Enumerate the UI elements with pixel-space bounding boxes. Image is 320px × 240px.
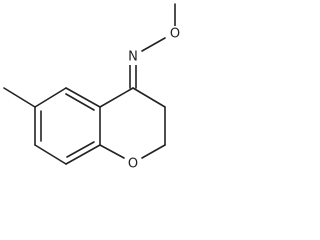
bond-aromatic-inner-3 [66,141,95,158]
bond-c4a-c4 [99,87,134,108]
bond-c4-c3 [132,87,166,108]
imine-nitrogen-label: N [128,50,138,65]
bond-aromatic-c4a-c5 [65,87,101,108]
chemical-structure: N O O [3,3,182,172]
oxime-oxygen-label: O [170,27,180,42]
bond-aromatic-c8-c8a [65,144,101,165]
ring-oxygen-label-bg [126,156,140,172]
bond-c2-o1 [141,144,166,159]
bond-methyl [3,87,36,108]
ring-oxygen-label: O [128,157,138,172]
imine-nitrogen-label-bg [126,49,140,65]
bond-n-o [141,37,166,52]
bond-aromatic-c7-c8 [34,144,67,165]
bond-aromatic-inner-1 [65,93,95,111]
oxime-oxygen-label-bg [168,26,182,42]
atom-label-group: N O O [126,26,182,172]
bond-aromatic-c5-c6 [34,87,67,108]
bond-group [3,3,176,165]
bond-o1-c8a [99,144,125,159]
